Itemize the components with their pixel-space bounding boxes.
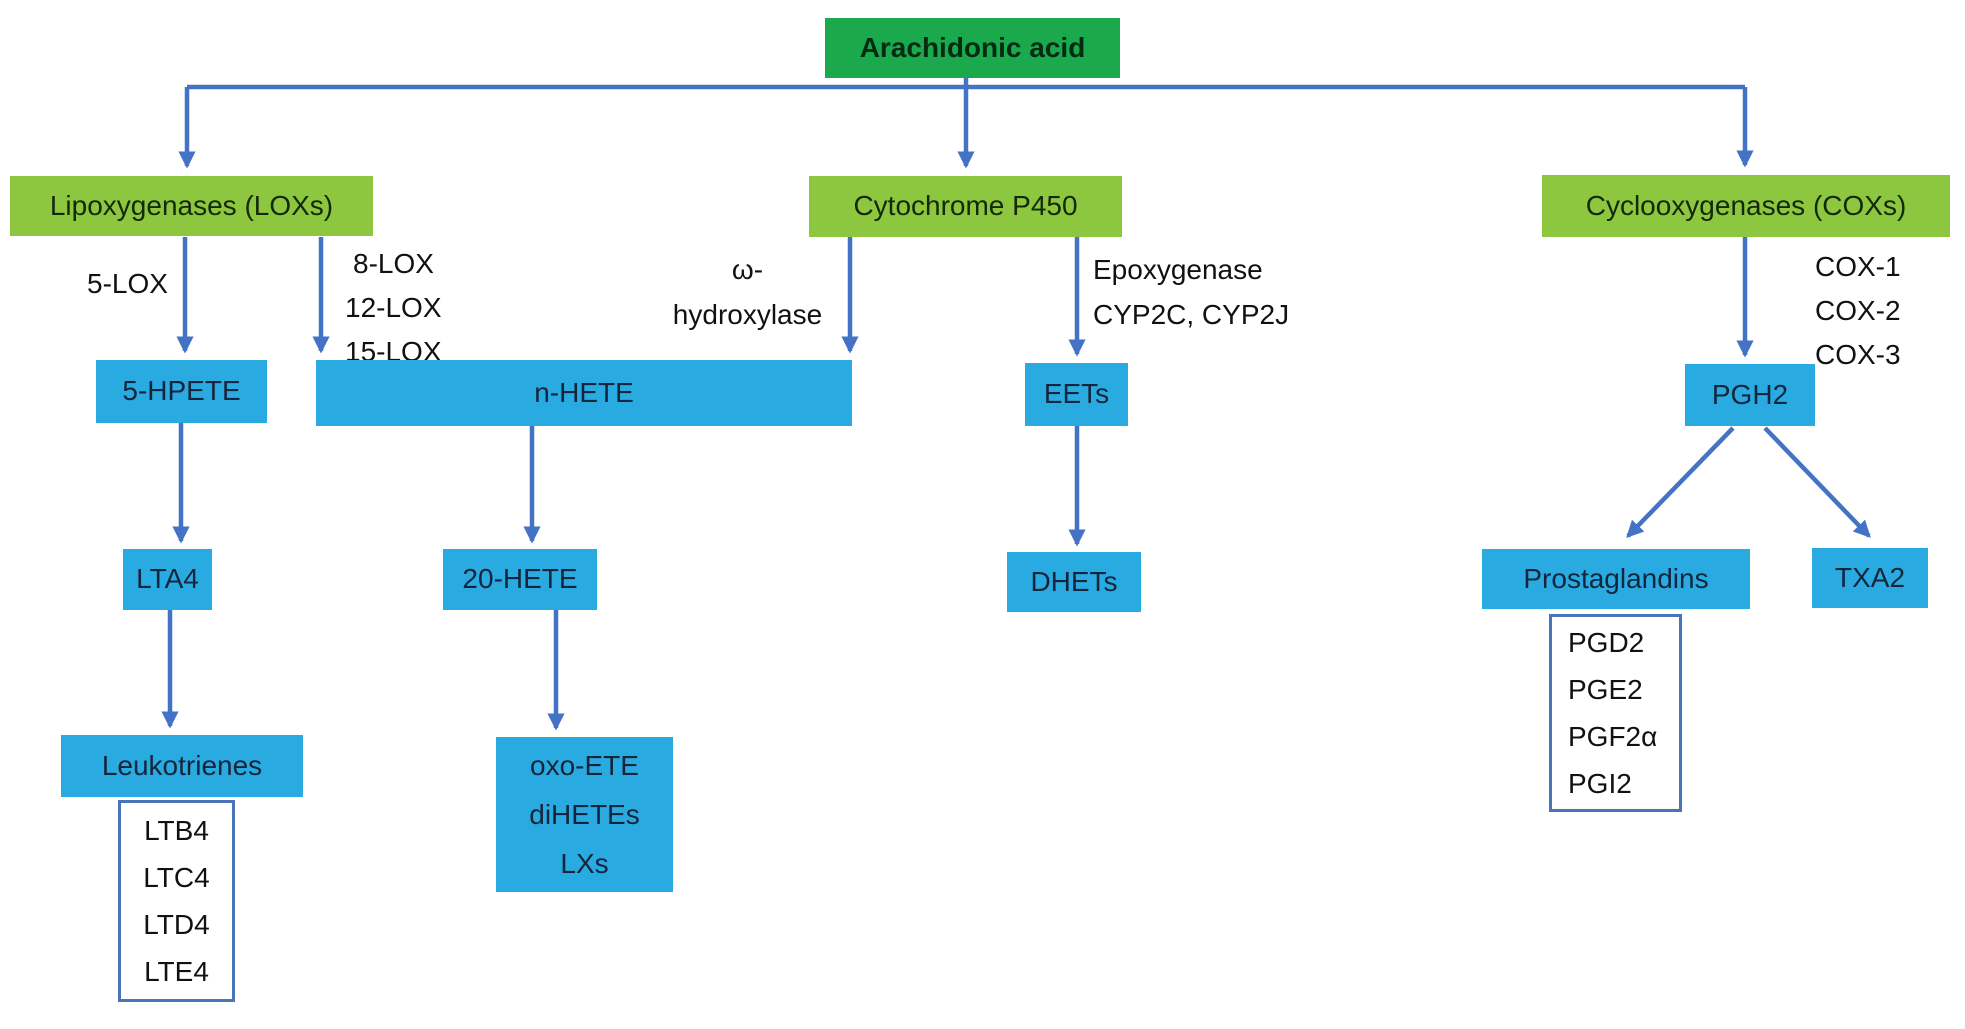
list-item-pge2: PGE2 xyxy=(1568,674,1643,705)
node-arachidonic-acid: Arachidonic acid xyxy=(825,18,1120,78)
node-n-hete: n-HETE xyxy=(316,360,852,426)
label-epoxygenase-line1: Epoxygenase xyxy=(1093,254,1263,285)
label-epoxygenase: Epoxygenase CYP2C, CYP2J xyxy=(1093,247,1323,337)
label-cox-1: COX-1 xyxy=(1815,251,1901,282)
node-cyclooxygenases: Cyclooxygenases (COXs) xyxy=(1542,175,1950,237)
node-txa2: TXA2 xyxy=(1812,548,1928,608)
list-item-lte4: LTE4 xyxy=(144,956,209,987)
node-20-hete: 20-HETE xyxy=(443,549,597,610)
node-dhets: DHETs xyxy=(1007,552,1141,612)
list-item-pgd2: PGD2 xyxy=(1568,627,1645,658)
label-5-lox-text: 5-LOX xyxy=(87,268,168,299)
label-cox-isoforms: COX-1 COX-2 COX-3 xyxy=(1815,245,1935,377)
node-dihetes: diHETEs xyxy=(529,799,640,830)
list-item-pgi2: PGI2 xyxy=(1568,768,1632,799)
node-pgh2: PGH2 xyxy=(1685,364,1815,426)
node-cytochrome-p450: Cytochrome P450 xyxy=(809,176,1122,237)
list-item-pgf2a: PGF2α xyxy=(1568,721,1658,752)
label-12-lox: 12-LOX xyxy=(345,292,442,323)
node-oxo-group: oxo-ETE diHETEs LXs xyxy=(496,737,673,892)
label-cyp2c-cyp2j: CYP2C, CYP2J xyxy=(1093,299,1290,330)
label-omega: ω- xyxy=(731,254,764,285)
edge-pgh2-to-txa2 xyxy=(1763,426,1871,538)
node-5-hpete: 5-HPETE xyxy=(96,360,267,423)
label-omega-hydroxylase: ω- hydroxylase xyxy=(650,247,845,337)
label-5-lox: 5-LOX xyxy=(70,262,185,306)
node-eets: EETs xyxy=(1025,363,1128,426)
node-oxo-ete: oxo-ETE xyxy=(530,750,639,781)
label-8-lox: 8-LOX xyxy=(353,248,434,279)
label-cox-2: COX-2 xyxy=(1815,295,1901,326)
node-lipoxygenases: Lipoxygenases (LOXs) xyxy=(10,176,373,236)
edge-pgh2-to-prostaglandins xyxy=(1626,426,1735,538)
node-leukotrienes: Leukotrienes xyxy=(61,735,303,797)
label-n-lox-list: 8-LOX 12-LOX 15-LOX xyxy=(345,242,485,374)
list-item-ltb4: LTB4 xyxy=(144,815,209,846)
leukotriene-types-list: LTB4 LTC4 LTD4 LTE4 xyxy=(118,800,235,1002)
node-lxs: LXs xyxy=(560,848,609,879)
prostaglandin-types-list: PGD2 PGE2 PGF2α PGI2 xyxy=(1549,614,1682,812)
label-cox-3: COX-3 xyxy=(1815,339,1901,370)
node-prostaglandins: Prostaglandins xyxy=(1482,549,1750,609)
list-item-ltd4: LTD4 xyxy=(143,909,210,940)
node-lta4: LTA4 xyxy=(123,549,212,610)
label-hydroxylase: hydroxylase xyxy=(672,299,823,330)
list-item-ltc4: LTC4 xyxy=(143,862,210,893)
